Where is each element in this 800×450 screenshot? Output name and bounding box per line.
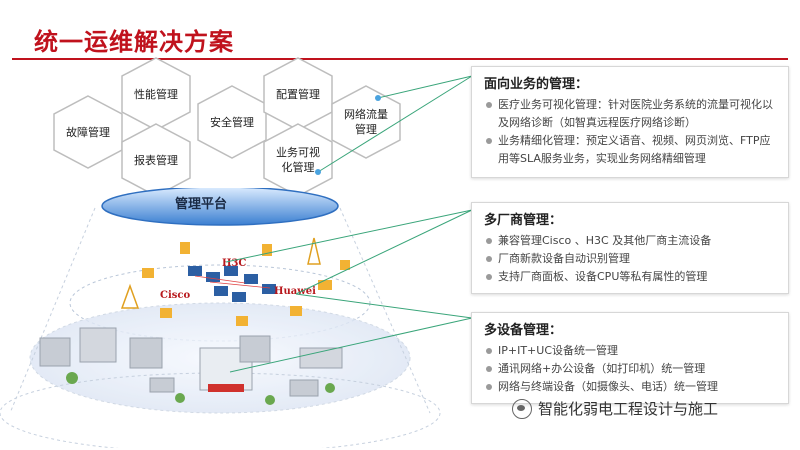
hex-report-management: 报表管理 [120,122,192,198]
panel-item: 兼容管理Cisco 、H3C 及其他厂商主流设备 [484,232,778,250]
wechat-icon [512,398,532,419]
platform-label: 管理平台 [175,197,228,212]
hex-label: 业务可视化管理 [276,146,320,174]
hex-label: 故障管理 [66,125,110,139]
frame-line [9,207,96,414]
hex-label: 性能管理 [134,87,178,101]
panel-item: 业务精细化管理：预定义语音、视频、网页浏览、FTP应用等SLA服务业务，实现业务… [484,132,778,168]
panel-title: 多设备管理： [484,323,563,338]
panel-title: 面向业务的管理： [484,77,589,92]
slide-title: 统一运维解决方案 [34,28,234,56]
watermark: 智能化弱电工程设计与施工 [512,398,718,419]
hex-config-management: 配置管理 [262,56,334,132]
hex-fault-management: 故障管理 [52,94,124,170]
panel-item: 医疗业务可视化管理：针对医院业务系统的流量可视化以及网络诊断（如智真远程医疗网络… [484,96,778,132]
brand-cisco: Cisco [160,290,191,301]
panel-item: 通讯网络+办公设备（如打印机）统一管理 [484,360,778,378]
hex-label: 安全管理 [210,115,254,129]
hex-business-visual-management: 业务可视化管理 [262,122,334,198]
hex-traffic-management: 网络流量管理 [330,84,402,160]
hexagon-shape [53,95,123,169]
hex-label: 配置管理 [276,87,320,101]
panel-item: 网络与终端设备（如摄像头、电话）统一管理 [484,378,778,396]
panel-business-management: 面向业务的管理： 医疗业务可视化管理：针对医院业务系统的流量可视化以及网络诊断（… [471,66,789,178]
panel-item: 厂商新款设备自动识别管理 [484,250,778,268]
title-divider [12,58,788,60]
panel-title: 多厂商管理： [484,213,563,228]
hex-security-management: 安全管理 [196,84,268,160]
panel-multi-vendor: 多厂商管理： 兼容管理Cisco 、H3C 及其他厂商主流设备 厂商新款设备自动… [471,202,789,294]
hex-label: 网络流量管理 [344,108,388,136]
brand-h3c: H3C [222,258,247,269]
panel-item: 支持厂商面板、设备CPU等私有属性的管理 [484,268,778,286]
network-illustration [0,188,441,448]
panel-multi-device: 多设备管理： IP+IT+UC设备统一管理 通讯网络+办公设备（如打印机）统一管… [471,312,789,404]
hex-label: 报表管理 [134,153,178,167]
network-ring [0,372,441,448]
watermark-text: 智能化弱电工程设计与施工 [538,400,719,418]
hex-performance-management: 性能管理 [120,56,192,132]
panel-item: IP+IT+UC设备统一管理 [484,342,778,360]
brand-huawei: Huawei [274,286,316,297]
